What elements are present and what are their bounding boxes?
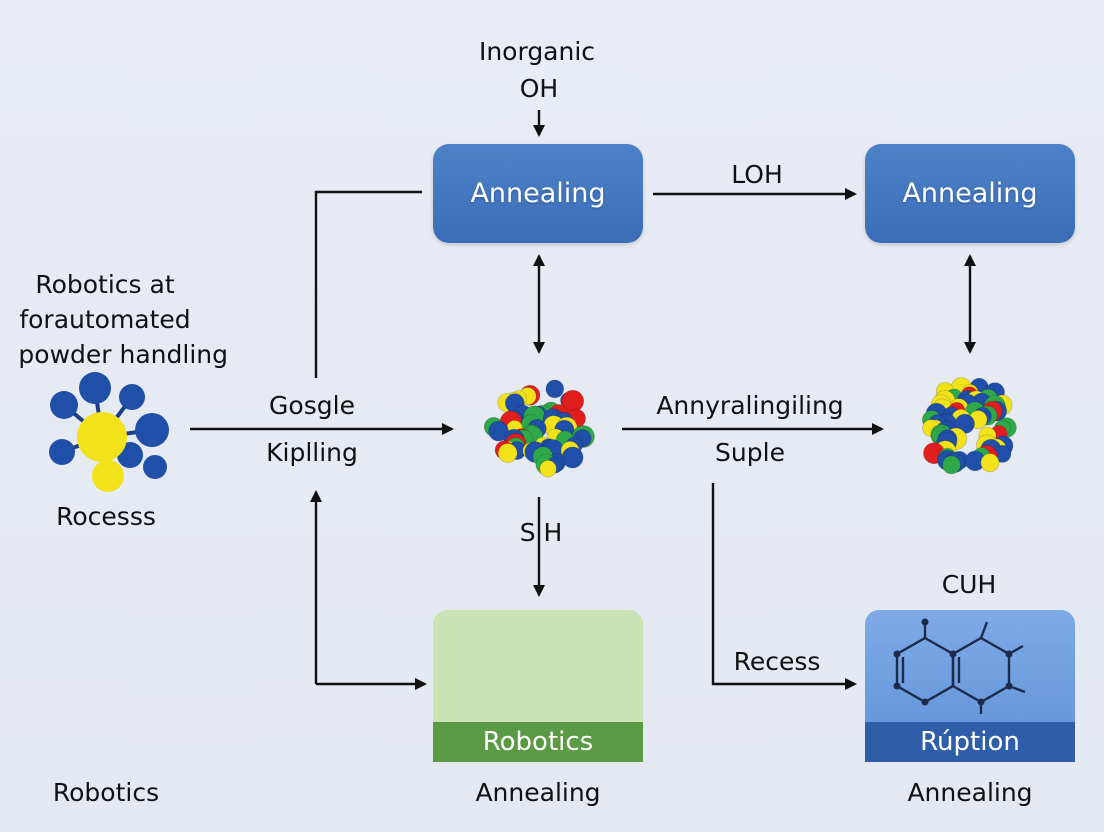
particle-sphere — [539, 460, 557, 478]
label-kiplling: Kiplling — [266, 438, 358, 467]
molecule-cluster-icon — [49, 372, 169, 492]
annealing-box-1: Annealing — [433, 144, 643, 243]
connector-gosgle-to-annealing — [314, 190, 422, 378]
label-suple: Suple — [715, 438, 785, 467]
label-recess: Recess — [733, 647, 821, 676]
label-cuh: CUH — [941, 570, 997, 599]
robotics-panel-label: Robotics — [482, 727, 594, 757]
label-bottom-annealing-right: Annealing — [907, 778, 1033, 807]
label-loh: LOH — [731, 160, 783, 189]
robotics-panel: Robotics — [433, 610, 643, 762]
particle-sphere — [497, 443, 518, 463]
nanoparticle-cluster-icon — [483, 379, 595, 478]
ruption-panel-label: Rúption — [920, 727, 1020, 757]
label-bottom-annealing-center: Annealing — [475, 778, 601, 807]
label-annyralingiling: Annyralingiling — [656, 391, 844, 420]
nanoparticle-cluster-icon — [921, 377, 1017, 475]
label-forautomated: forautomated — [19, 305, 191, 334]
particle-sphere — [980, 453, 1000, 473]
label-sh: S H — [519, 518, 563, 547]
ruption-panel-band: Rúption — [865, 722, 1075, 762]
arrow-suple-to-ruption — [711, 483, 857, 690]
annealing-box-2-label: Annealing — [902, 178, 1038, 209]
ruption-panel: Rúption — [865, 610, 1075, 762]
label-bottom-robotics: Robotics — [52, 778, 160, 807]
label-rocesss: Rocesss — [56, 502, 156, 531]
label-robotics-at: Robotics at — [35, 270, 175, 299]
chemical-structure-icon — [893, 618, 1026, 714]
robotics-panel-band: Robotics — [433, 722, 643, 762]
label-oh: OH — [519, 74, 559, 103]
particle-sphere — [545, 379, 565, 399]
label-inorganic: Inorganic — [478, 37, 596, 66]
particle-sphere — [942, 455, 961, 475]
label-powder-handling: powder handling — [18, 340, 228, 369]
label-gosgle: Gosgle — [269, 391, 355, 420]
annealing-box-2: Annealing — [865, 144, 1075, 243]
annealing-box-1-label: Annealing — [470, 178, 606, 209]
